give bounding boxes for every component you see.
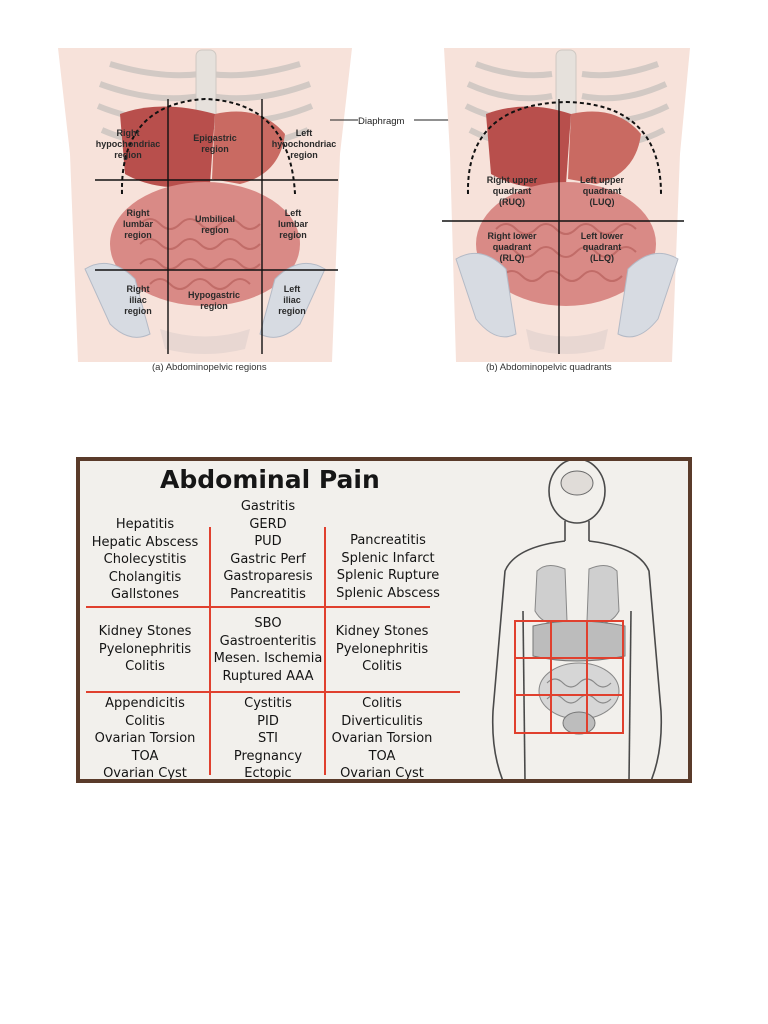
regions-caption: (a) Abdominopelvic regions xyxy=(152,362,267,373)
cell-item: Pyelonephritis xyxy=(98,641,192,657)
cell-item: Colitis xyxy=(125,713,165,729)
cell-item: TOA xyxy=(131,748,159,764)
cell-item: Gallstones xyxy=(110,587,180,603)
cell-item: Hepatic Abscess xyxy=(91,534,199,550)
cell-item: Cholecystitis xyxy=(103,552,187,568)
cell-item: Gastritis xyxy=(240,499,296,514)
label-epigastric: Epigastric region xyxy=(193,133,237,154)
cell-item: SBO xyxy=(254,616,282,631)
grid-line-v2 xyxy=(324,527,326,775)
label-hypogastric: Hypogastric region xyxy=(187,290,240,311)
body-outline-illustration xyxy=(491,461,663,779)
cell-item: Ovarian Torsion xyxy=(94,731,196,747)
cell-item: Colitis xyxy=(362,659,402,675)
label-llq: Left lower quadrant (LLQ) xyxy=(580,231,624,263)
cell-item: Ruptured AAA xyxy=(222,668,314,684)
cell-item: Mesen. Ischemia xyxy=(213,651,323,667)
cell-llq: Colitis Diverticulitis Ovarian Torsion T… xyxy=(317,695,447,782)
cell-item: Gastroparesis xyxy=(223,569,313,585)
cell-item: Appendicitis xyxy=(105,696,185,711)
cell-ruq: Hepatitis Hepatic Abscess Cholecystitis … xyxy=(80,516,210,604)
diaphragm-label: Diaphragm xyxy=(358,116,405,127)
cell-item: Ovarian Cyst xyxy=(103,766,187,782)
cell-item: Cystitis xyxy=(244,696,292,711)
grid-line-h1 xyxy=(86,606,430,608)
label-luq: Left upper quadrant (LUQ) xyxy=(580,175,624,207)
label-left-hypochondriac: Left hypochondriac region xyxy=(271,128,337,160)
cell-item: Pancreatitis xyxy=(230,586,306,602)
cell-item: Gastroenteritis xyxy=(219,633,317,649)
label-left-lumbar: Left lumbar region xyxy=(277,208,308,240)
cell-item: Ovarian Cyst xyxy=(340,766,424,782)
cell-left-flank: Kidney Stones Pyelonephritis Colitis xyxy=(317,623,447,676)
cell-rlq: Appendicitis Colitis Ovarian Torsion TOA… xyxy=(80,695,210,782)
cell-right-flank: Kidney Stones Pyelonephritis Colitis xyxy=(80,623,210,676)
cell-item: Kidney Stones xyxy=(335,624,429,639)
cell-item: Cholangitis xyxy=(108,569,182,585)
abdominal-pain-title: Abdominal Pain xyxy=(160,465,380,494)
cell-item: Hepatitis xyxy=(115,517,175,532)
regions-anatomy-illustration xyxy=(58,48,352,362)
cell-luq: Pancreatitis Splenic Infarct Splenic Rup… xyxy=(323,532,453,602)
cell-item: Splenic Rupture xyxy=(336,568,440,584)
cell-item: Kidney Stones xyxy=(98,624,192,639)
cell-item: Splenic Infarct xyxy=(341,550,435,566)
label-rlq: Right lower quadrant (RLQ) xyxy=(487,231,537,263)
cell-epigastric: Gastritis GERD PUD Gastric Perf Gastropa… xyxy=(203,498,333,604)
cell-item: Pregnancy xyxy=(233,748,303,764)
cell-item: Colitis xyxy=(362,696,402,711)
quadrants-caption: (b) Abdominopelvic quadrants xyxy=(486,362,612,373)
grid-line-v1 xyxy=(209,527,211,775)
abdominal-pain-chart: Abdominal Pain Hepatitis Hepatic Abscess… xyxy=(76,457,692,783)
cell-item: TOA xyxy=(368,748,396,764)
cell-item: PID xyxy=(257,713,279,729)
cell-item: Ectopic xyxy=(244,766,292,782)
label-umbilical: Umbilical region xyxy=(194,214,235,235)
cell-item: STI xyxy=(257,731,279,747)
cell-item: PUD xyxy=(254,534,282,550)
quadrants-anatomy-illustration xyxy=(442,48,690,362)
cell-suprapubic: Cystitis PID STI Pregnancy Ectopic xyxy=(203,695,333,782)
cell-item: GERD xyxy=(249,516,287,532)
grid-line-h2 xyxy=(86,691,460,693)
cell-item: Splenic Abscess xyxy=(336,585,440,601)
cell-item: Diverticulitis xyxy=(341,713,423,729)
label-right-lumbar: Right lumbar region xyxy=(122,208,153,240)
cell-item: Pancreatitis xyxy=(350,533,426,548)
cell-item: Gastric Perf xyxy=(230,551,306,567)
label-ruq: Right upper quadrant (RUQ) xyxy=(486,175,538,207)
cell-periumbilical: SBO Gastroenteritis Mesen. Ischemia Rupt… xyxy=(203,615,333,685)
cell-item: Pyelonephritis xyxy=(335,641,429,657)
label-right-hypochondriac: Right hypochondriac region xyxy=(95,128,161,160)
label-right-iliac: Right iliac region xyxy=(124,284,152,316)
cell-item: Ovarian Torsion xyxy=(331,731,433,747)
label-left-iliac: Left iliac region xyxy=(278,284,306,316)
cell-item: Colitis xyxy=(125,659,165,675)
